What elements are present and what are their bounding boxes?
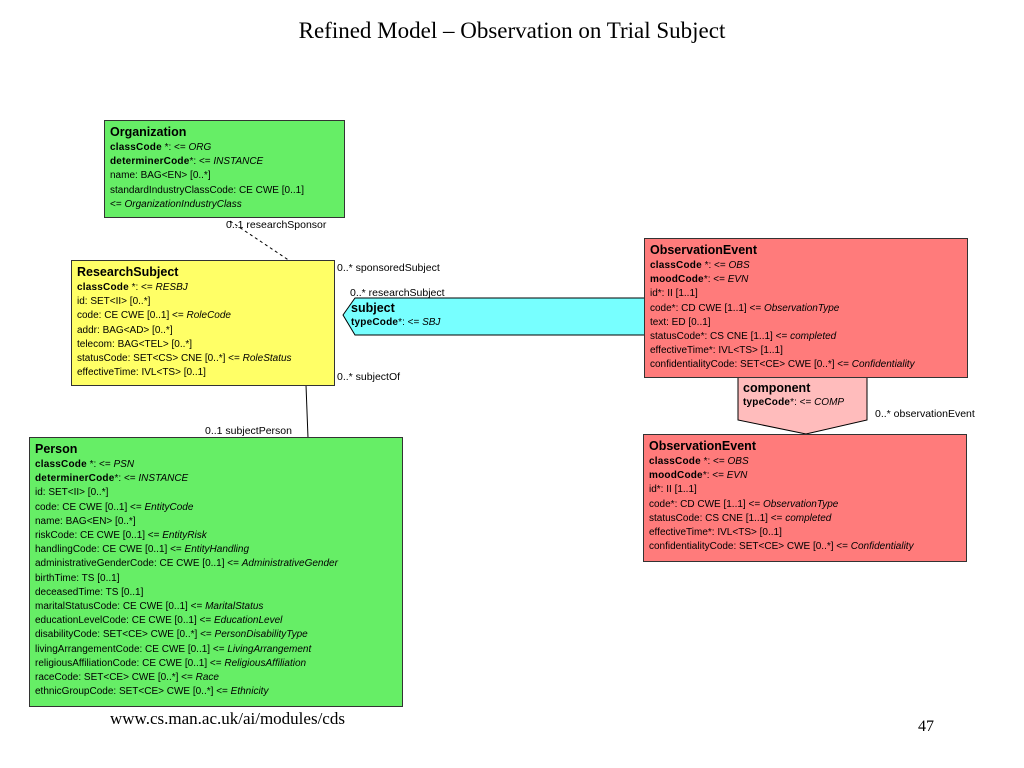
label-research-subject: 0..* researchSubject [350, 287, 445, 299]
observation-event-top-class: ObservationEvent classCode *: <= OBS mood… [644, 238, 968, 378]
organization-attributes: classCode *: <= ORG determinerCode*: <= I… [110, 141, 339, 212]
attribute-line: id: SET<II> [0..*] [35, 487, 109, 499]
attribute-line: determinerCode*: <= INSTANCE [35, 473, 189, 485]
label-subject-person: 0..1 subjectPerson [205, 425, 292, 437]
label-observation-event: 0..* observationEvent [875, 408, 975, 420]
component-relationship-name: component [743, 381, 811, 395]
attribute-line: telecom: BAG<TEL> [0..*] [77, 338, 193, 350]
attribute-line: educationLevelCode: CE CWE [0..1] <= Edu… [35, 615, 283, 627]
component-relationship: component typeCode*: <= COMP [743, 380, 844, 410]
attribute-line: confidentialityCode: SET<CE> CWE [0..*] … [649, 541, 914, 553]
attribute-line: text: ED [0..1] [650, 316, 711, 328]
attribute-line: id: SET<II> [0..*] [77, 296, 151, 308]
attribute-line: code: CE CWE [0..1] <= EntityCode [35, 501, 194, 513]
attribute-line: effectiveTime*: IVL<TS> [0..1] [649, 527, 782, 539]
subject-participation: subject typeCode*: <= SBJ [351, 300, 440, 330]
attribute-line: determinerCode*: <= INSTANCE [110, 156, 264, 168]
attribute-line: code*: CD CWE [1..1] <= ObservationType [649, 498, 839, 510]
attribute-line: birthTime: TS [0..1] [35, 572, 120, 584]
attribute-line: typeCode*: <= COMP [743, 397, 845, 408]
attribute-line: classCode *: <= OBS [650, 260, 750, 271]
attribute-line: name: BAG<EN> [0..*] [35, 515, 136, 527]
subject-person-link [305, 384, 309, 439]
attribute-line: moodCode*: <= EVN [650, 274, 749, 286]
attribute-line: code*: CD CWE [1..1] <= ObservationType [650, 302, 840, 314]
observation-event-bottom-class: ObservationEvent classCode *: <= OBS mood… [643, 434, 967, 562]
attribute-line: handlingCode: CE CWE [0..1] <= EntityHan… [35, 544, 250, 556]
attribute-line: statusCode: SET<CS> CNE [0..*] <= RoleSt… [77, 353, 292, 365]
observation-event-bottom-attributes: classCode *: <= OBS moodCode*: <= EVN id*:… [649, 455, 961, 554]
slide-title: Refined Model – Observation on Trial Sub… [298, 18, 726, 43]
attribute-line: name: BAG<EN> [0..*] [110, 170, 211, 182]
attribute-line: addr: BAG<AD> [0..*] [77, 324, 173, 336]
attribute-line: classCode *: <= PSN [35, 459, 135, 470]
attribute-line: classCode *: <= RESBJ [77, 282, 188, 293]
attribute-line: deceasedTime: TS [0..1] [35, 586, 144, 598]
attribute-line: riskCode: CE CWE [0..1] <= EntityRisk [35, 530, 207, 542]
attribute-line: ethnicGroupCode: SET<CE> CWE [0..*] <= E… [35, 686, 269, 698]
component-relationship-attributes: typeCode*: <= COMP [743, 396, 844, 410]
research-subject-attributes: classCode *: <= RESBJ id: SET<II> [0..*] c… [77, 281, 329, 380]
attribute-line: disabilityCode: SET<CE> CWE [0..*] <= Pe… [35, 629, 308, 641]
research-subject-class-name: ResearchSubject [77, 265, 179, 279]
observation-event-top-attributes: classCode *: <= OBS moodCode*: <= EVN id*:… [650, 259, 962, 373]
observation-event-bottom-class-name: ObservationEvent [649, 439, 756, 453]
attribute-line: standardIndustryClassCode: CE CWE [0..1] [110, 184, 304, 196]
attribute-line: code: CE CWE [0..1] <= RoleCode [77, 310, 231, 322]
label-subject-of: 0..* subjectOf [337, 371, 401, 383]
attribute-line: statusCode*: CS CNE [1..1] <= completed [650, 331, 837, 343]
label-research-sponsor: 0..1 researchSponsor [226, 219, 327, 231]
attribute-line: administrativeGenderCode: CE CWE [0..1] … [35, 558, 338, 570]
attribute-line: <= OrganizationIndustryClass [110, 198, 242, 210]
organization-class-name: Organization [110, 125, 187, 139]
research-subject-class: ResearchSubject classCode *: <= RESBJ id:… [71, 260, 335, 386]
attribute-line: religiousAffiliationCode: CE CWE [0..1] … [35, 657, 307, 669]
attribute-line: maritalStatusCode: CE CWE [0..1] <= Mari… [35, 601, 264, 613]
attribute-line: id*: II [1..1] [650, 288, 698, 300]
observation-event-top-class-name: ObservationEvent [650, 243, 757, 257]
page-number: 47 [918, 718, 934, 735]
attribute-line: raceCode: SET<CE> CWE [0..*] <= Race [35, 672, 219, 684]
attribute-line: effectiveTime*: IVL<TS> [1..1] [650, 345, 783, 357]
attribute-line: confidentialityCode: SET<CE> CWE [0..*] … [650, 359, 915, 371]
attribute-line: moodCode*: <= EVN [649, 470, 748, 482]
person-attributes: classCode *: <= PSN determinerCode*: <= I… [35, 458, 397, 699]
organization-class: Organization classCode *: <= ORG determin… [104, 120, 345, 218]
attribute-line: livingArrangementCode: CE CWE [0..1] <= … [35, 643, 312, 655]
attribute-line: classCode *: <= ORG [110, 142, 212, 153]
subject-participation-name: subject [351, 301, 395, 315]
person-class: Person classCode *: <= PSN determinerCode… [29, 437, 403, 707]
attribute-line: statusCode: CS CNE [1..1] <= completed [649, 512, 832, 524]
person-class-name: Person [35, 442, 78, 456]
attribute-line: classCode *: <= OBS [649, 456, 749, 467]
subject-participation-attributes: typeCode*: <= SBJ [351, 316, 440, 330]
label-sponsored-subject: 0..* sponsoredSubject [337, 262, 440, 274]
sponsor-dashed-link [229, 220, 291, 262]
footer-url: www.cs.man.ac.uk/ai/modules/cds [110, 709, 345, 728]
attribute-line: typeCode*: <= SBJ [351, 317, 441, 328]
attribute-line: id*: II [1..1] [649, 484, 697, 496]
attribute-line: effectiveTime: IVL<TS> [0..1] [77, 367, 206, 379]
